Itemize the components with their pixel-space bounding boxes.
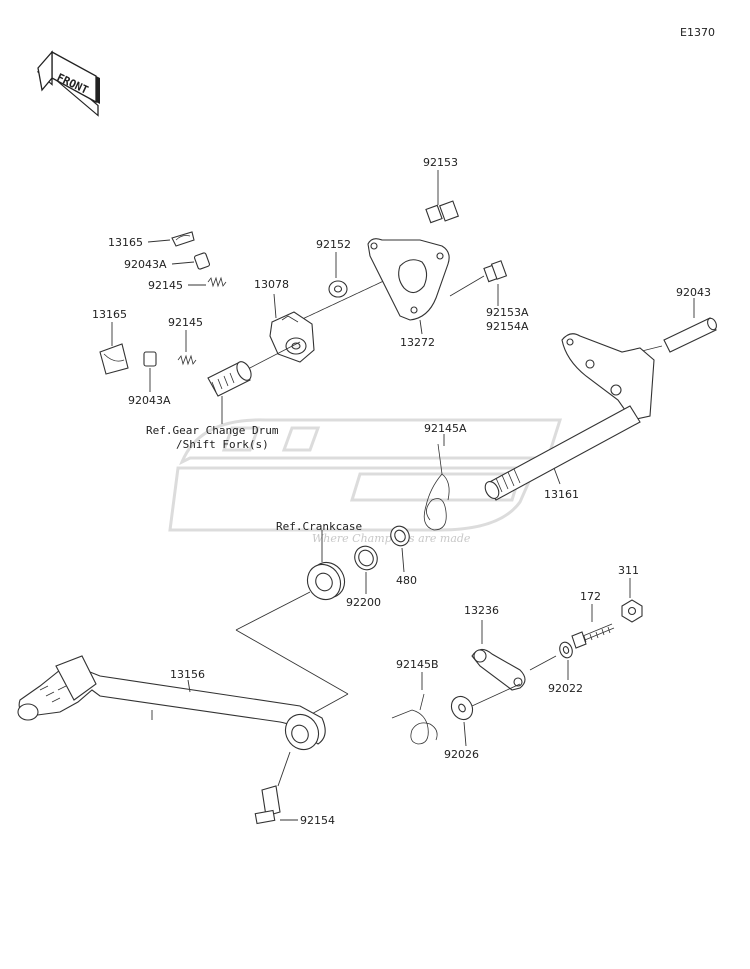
label-92153A: 92153A — [486, 306, 529, 319]
circlip-480 — [390, 525, 410, 573]
label-480: 480 — [396, 574, 417, 587]
pin-92043 — [629, 298, 717, 355]
plate-13272 — [367, 238, 450, 335]
bolt-172 — [571, 604, 615, 649]
shift-pedal-13156 — [17, 655, 326, 751]
label-92200: 92200 — [346, 596, 381, 609]
label-92043: 92043 — [676, 286, 711, 299]
label-92154A: 92154A — [486, 320, 529, 333]
label-13236: 13236 — [464, 604, 499, 617]
label-92043A-bottom: 92043A — [128, 394, 171, 407]
label-172: 172 — [580, 590, 601, 603]
label-13165-left: 13165 — [92, 308, 127, 321]
diagram-code: E1370 — [680, 26, 715, 39]
label-311: 311 — [618, 564, 639, 577]
label-92154: 92154 — [300, 814, 335, 827]
label-92145A: 92145A — [424, 422, 467, 435]
washer-92200 — [354, 545, 378, 594]
link-13236 — [471, 620, 526, 691]
label-92145-mid: 92145 — [168, 316, 203, 329]
pin-92043A-top — [193, 252, 211, 270]
bolt-92153A — [449, 260, 508, 306]
spring-92145-mid — [177, 330, 197, 366]
bolt-92153 — [425, 170, 460, 224]
washer-92022 — [529, 641, 573, 680]
label-13165-top: 13165 — [108, 236, 143, 249]
label-92022: 92022 — [548, 682, 583, 695]
label-92152: 92152 — [316, 238, 351, 251]
clip-13165-top — [171, 231, 195, 247]
label-13272: 13272 — [400, 336, 435, 349]
assembly-lines — [235, 591, 349, 717]
nut-311 — [621, 578, 643, 623]
gear-change-shaft — [207, 341, 301, 424]
label-92153: 92153 — [423, 156, 458, 169]
ref-gear-change-line2: /Shift Fork(s) — [176, 438, 269, 451]
label-92026: 92026 — [444, 748, 479, 761]
oil-seal — [306, 530, 346, 601]
spring-92145A — [423, 434, 450, 531]
label-92043A-top: 92043A — [124, 258, 167, 271]
ref-crankcase: Ref.Crankcase — [276, 520, 362, 533]
spring-92145-top — [207, 276, 227, 288]
shift-shaft-13161 — [484, 333, 655, 501]
washer-92026 — [450, 683, 521, 747]
spring-92145B — [391, 672, 438, 745]
label-13156: 13156 — [170, 668, 205, 681]
front-arrow-icon: FRONT — [37, 50, 100, 117]
ref-gear-change-line1: Ref.Gear Change Drum — [146, 424, 279, 437]
label-13078: 13078 — [254, 278, 289, 291]
label-13161: 13161 — [544, 488, 579, 501]
clip-13165-left — [99, 322, 129, 375]
pin-92043A-bottom — [143, 351, 157, 392]
washer-92152 — [328, 252, 348, 298]
label-92145B: 92145B — [396, 658, 439, 671]
label-92145-top: 92145 — [148, 279, 183, 292]
bolt-92154 — [254, 751, 298, 825]
cam-13078 — [269, 293, 315, 363]
